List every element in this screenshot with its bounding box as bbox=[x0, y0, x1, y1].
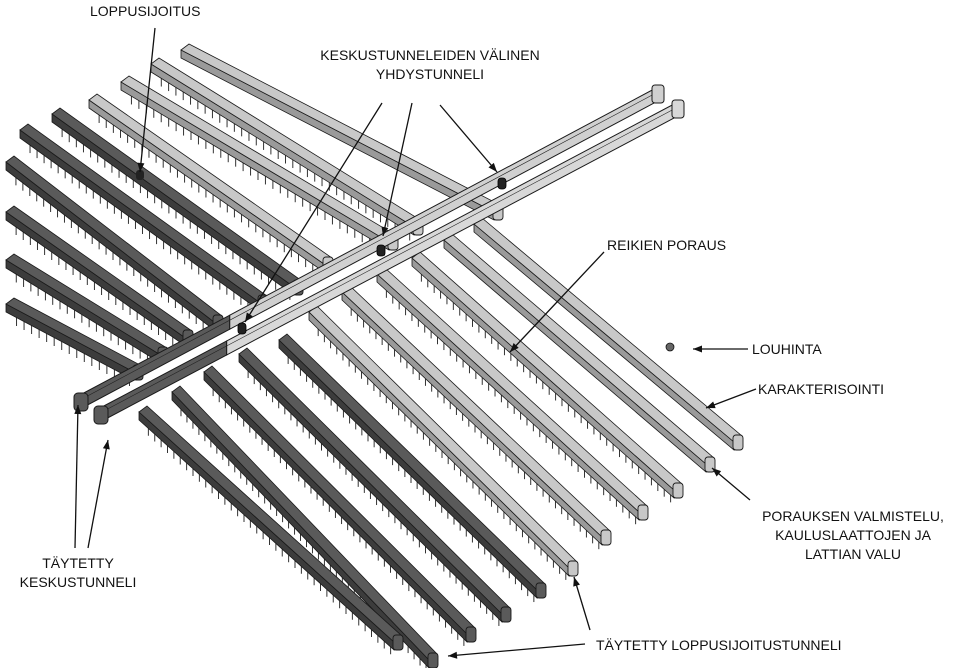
tunnel-side bbox=[5, 303, 135, 381]
tunnel-end bbox=[535, 582, 547, 599]
arrow-head bbox=[102, 440, 110, 450]
arrow-yhdystunneli-2 bbox=[381, 102, 413, 237]
arrow-line bbox=[439, 104, 498, 173]
tunnel-end bbox=[600, 529, 612, 546]
arrow-line bbox=[244, 102, 383, 323]
arrow-karakterisointi bbox=[705, 388, 757, 409]
central-tunnel-far-end bbox=[651, 84, 665, 104]
disposal-tunnel-filled bbox=[5, 155, 224, 335]
tunnel-end bbox=[392, 634, 404, 651]
label-taytetty-loppusijoitustunneli: TÄYTETTY LOPPUSIJOITUSTUNNELI bbox=[596, 637, 842, 653]
central-tunnel-left bbox=[73, 84, 665, 412]
label-reikien-poraus: REIKIEN PORAUS bbox=[607, 237, 727, 253]
central-tunnel-far-end bbox=[671, 99, 685, 119]
arrows-group bbox=[74, 27, 757, 659]
arrow-head bbox=[448, 651, 458, 659]
tunnel-side bbox=[411, 257, 675, 499]
disposal-tunnel-filled bbox=[138, 405, 404, 655]
tunnel-end bbox=[732, 434, 744, 451]
central-tunnel-edge bbox=[99, 107, 677, 414]
connecting-tunnel-opening bbox=[497, 177, 507, 190]
disposal-tunnel-floor-casting bbox=[443, 233, 716, 473]
label-taytetty-keskustunneli: TÄYTETTY KESKUSTUNNELI bbox=[19, 555, 137, 590]
arrow-line bbox=[447, 643, 586, 657]
disposal-tunnel-empty bbox=[180, 43, 504, 221]
arrow-loppusijoitustunneli-2 bbox=[447, 643, 586, 659]
deposition-point-marker bbox=[136, 170, 144, 180]
tunnel-top bbox=[238, 347, 511, 615]
disposal-tunnel-drilling bbox=[411, 251, 684, 503]
arrow-head bbox=[381, 226, 389, 236]
tunnel-top bbox=[308, 305, 578, 569]
tunnel-end bbox=[567, 560, 579, 577]
disposal-tunnel-filled bbox=[19, 123, 269, 315]
excavation-face bbox=[665, 342, 675, 352]
arrow-line bbox=[382, 102, 413, 237]
disposal-tunnel-drilling bbox=[308, 305, 579, 580]
disposal-tunnel-filled bbox=[238, 347, 512, 626]
arrow-line bbox=[87, 439, 109, 549]
disposal-tunnel-filled bbox=[5, 205, 194, 350]
disposal-tunnel-drilled bbox=[88, 93, 334, 278]
tunnel-end bbox=[465, 626, 477, 643]
arrow-head bbox=[510, 343, 519, 352]
tunnels-group bbox=[5, 43, 744, 668]
central-tunnel-right bbox=[93, 99, 685, 425]
arrow-louhinta bbox=[693, 345, 748, 353]
label-porauksen-valmistelu: PORAUKSEN VALMISTELU, KAULUSLAATTOJEN JA… bbox=[762, 508, 944, 562]
central-tunnel-open-part bbox=[226, 102, 677, 356]
tunnel-side bbox=[376, 273, 640, 521]
disposal-tunnel-drilling bbox=[376, 267, 649, 525]
tunnel-side bbox=[443, 239, 707, 473]
arrow-yhdystunneli-3 bbox=[439, 104, 498, 173]
arrow-reikien-poraus bbox=[509, 251, 605, 353]
arrow-head bbox=[573, 577, 580, 587]
arrow-line bbox=[74, 404, 79, 549]
central-tunnel-end bbox=[73, 392, 89, 412]
arrow-head bbox=[74, 405, 82, 415]
label-loppusijoitus: LOPPUSIJOITUS bbox=[90, 3, 201, 19]
arrow-line bbox=[139, 27, 156, 173]
label-louhinta: LOUHINTA bbox=[752, 341, 822, 357]
central-tunnel-end bbox=[93, 405, 109, 425]
disposal-tunnel-filled bbox=[278, 333, 547, 603]
tunnel-end bbox=[500, 606, 512, 623]
arrow-head bbox=[706, 401, 716, 409]
arrow-keskustunneli-1 bbox=[74, 404, 82, 549]
connecting-tunnel-opening bbox=[376, 244, 386, 257]
central-tunnels-group bbox=[73, 84, 685, 425]
arrow-head bbox=[245, 312, 253, 322]
label-yhdystunneli: KESKUSTUNNELEIDEN VÄLINEN YHDYSTUNNELI bbox=[320, 47, 540, 82]
arrow-head bbox=[488, 162, 497, 172]
arrow-yhdystunneli-1 bbox=[244, 102, 383, 323]
arrow-head bbox=[712, 468, 722, 477]
arrow-porauksen-valmistelu bbox=[711, 467, 751, 501]
tunnel-end bbox=[427, 652, 439, 668]
arrow-loppusijoitustunneli-1 bbox=[573, 576, 591, 631]
arrow-head bbox=[693, 345, 702, 353]
connecting-tunnel-opening bbox=[237, 322, 247, 335]
arrow-keskustunneli-2 bbox=[87, 439, 110, 549]
label-karakterisointi: KARAKTERISOINTI bbox=[758, 381, 885, 397]
arrow-head bbox=[137, 162, 145, 172]
arrow-line bbox=[509, 251, 605, 353]
disposal-tunnel-filled bbox=[171, 385, 439, 668]
central-tunnel-edge bbox=[79, 92, 657, 401]
tunnel-end bbox=[672, 482, 684, 499]
arrow-line bbox=[573, 576, 591, 631]
disposal-tunnel-filled bbox=[203, 365, 477, 646]
tunnel-end bbox=[637, 504, 649, 521]
arrow-loppusijoitus bbox=[137, 27, 156, 173]
